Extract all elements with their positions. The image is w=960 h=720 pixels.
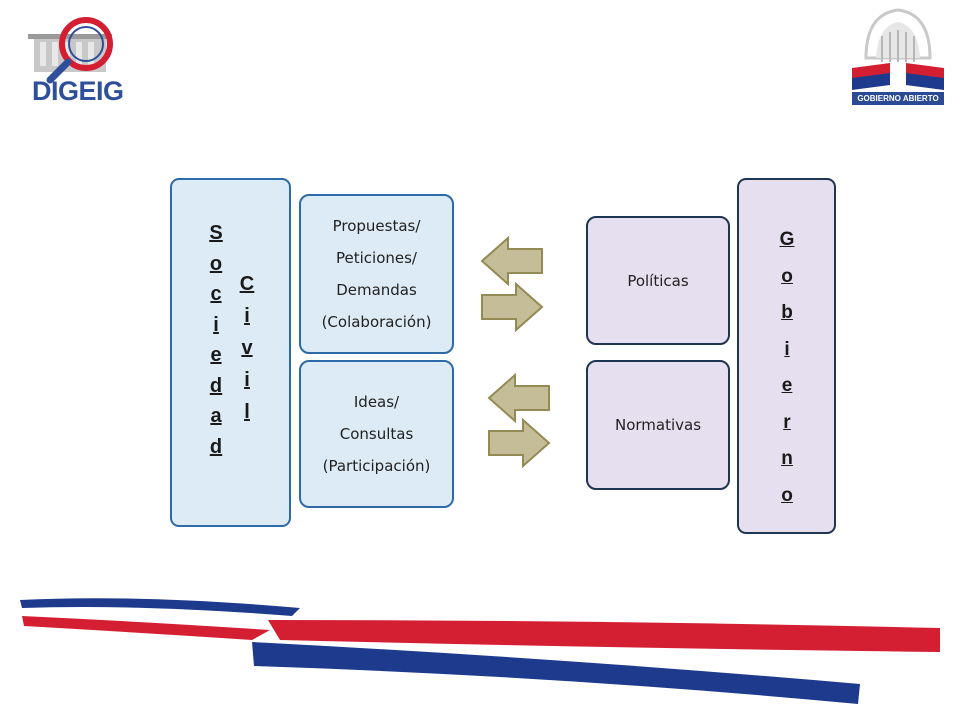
right-arrow-icon — [481, 282, 544, 332]
propuestas-box: Propuestas/ Peticiones/ Demandas (Colabo… — [299, 194, 454, 354]
left-arrow-icon — [480, 236, 543, 286]
red-ribbon-left — [22, 616, 270, 640]
letter: e — [210, 344, 222, 366]
letter: o — [781, 484, 793, 506]
politicas-label: Políticas — [627, 271, 689, 290]
propuestas-text: Propuestas/ Peticiones/ Demandas (Colabo… — [321, 217, 432, 331]
letter: i — [213, 313, 219, 336]
letter: i — [244, 305, 250, 327]
capitol-dome-flag-logo-icon — [852, 8, 944, 90]
letter: S — [209, 222, 223, 244]
normativas-box: Normativas — [586, 360, 730, 490]
red-ribbon-main — [268, 620, 940, 652]
letter: n — [781, 448, 793, 469]
letter: b — [781, 302, 793, 323]
gobierno-abierto-logo: GOBIERNO ABIERTO — [848, 6, 948, 106]
letter: e — [781, 375, 793, 396]
digeig-logo-text: DIGEIG — [32, 76, 124, 106]
letter: i — [244, 369, 250, 391]
gobierno-box — [737, 178, 836, 534]
letter: d — [209, 435, 223, 458]
letter: c — [210, 283, 222, 305]
magnifier-building-logo-icon — [28, 17, 113, 84]
letter: G — [779, 229, 795, 250]
sociedad-vertical-word: S o c i e d a d — [205, 218, 227, 462]
blue-ribbon-bottom — [252, 642, 860, 704]
letter: r — [783, 411, 791, 433]
normativas-label: Normativas — [614, 416, 702, 434]
letter: l — [244, 401, 250, 423]
gobierno-vertical-word: G o b i e r n o — [776, 222, 798, 514]
letter: C — [239, 273, 255, 295]
letter: v — [241, 337, 253, 359]
politicas-box: Políticas — [586, 216, 730, 345]
letter: o — [781, 265, 793, 287]
ideas-box: Ideas/ Consultas (Participación) — [299, 360, 454, 508]
letter: o — [209, 252, 223, 275]
gobierno-abierto-caption: GOBIERNO ABIERTO — [852, 92, 944, 105]
blue-ribbon-top — [20, 598, 300, 616]
letter: i — [784, 338, 790, 360]
ideas-text: Ideas/ Consultas (Participación) — [322, 393, 431, 475]
letter: a — [210, 405, 222, 427]
civil-vertical-word: C i v i l — [236, 268, 258, 428]
sociedad-civil-box — [170, 178, 291, 527]
digeig-logo: DIGEIG — [28, 14, 138, 106]
letter: d — [209, 374, 223, 397]
right-arrow-icon — [488, 418, 551, 468]
left-arrow-icon — [487, 373, 550, 423]
flag-ribbons-decoration — [20, 598, 940, 704]
